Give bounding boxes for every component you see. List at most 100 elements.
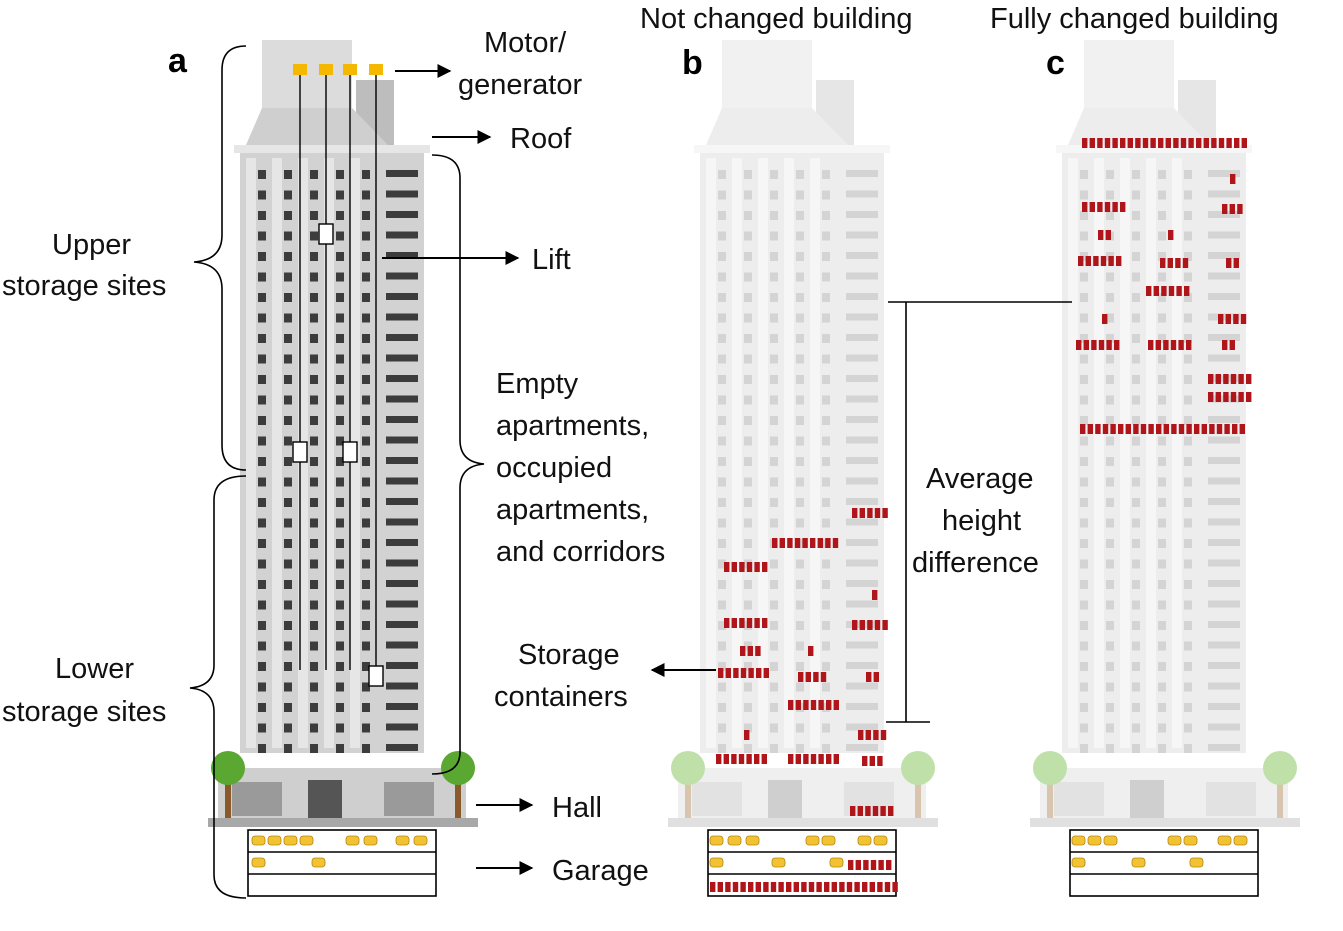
window [718, 375, 726, 384]
window-band [846, 293, 878, 300]
window [1080, 170, 1088, 179]
brace-lower-storage [189, 475, 247, 899]
window [258, 252, 266, 261]
window [258, 682, 266, 692]
window [310, 416, 318, 425]
label-lower: Lower [55, 653, 134, 685]
window-band [1208, 252, 1240, 259]
window-band [1208, 518, 1240, 526]
storage-container [717, 882, 723, 892]
window [1106, 682, 1114, 692]
window [822, 170, 830, 179]
rooftop-penthouse [1084, 40, 1174, 110]
window [770, 600, 778, 610]
storage-container [852, 508, 858, 518]
window [1184, 416, 1192, 425]
storage-container [1211, 138, 1217, 148]
window [744, 272, 752, 282]
window [310, 313, 318, 323]
storage-container [731, 754, 737, 764]
lift-car [292, 441, 308, 463]
label-empty: Empty [496, 368, 579, 400]
window-band [846, 231, 878, 239]
storage-container [1234, 138, 1240, 148]
storage-container [1165, 138, 1171, 148]
storage-container [892, 882, 898, 892]
lift-car [318, 223, 334, 245]
window-band [846, 436, 878, 444]
car [1071, 835, 1086, 846]
storage-container [1146, 286, 1152, 296]
window-band [386, 641, 418, 649]
label-lift: Lift [532, 244, 571, 276]
storage-container [1239, 424, 1245, 434]
label-storage: Storage [518, 639, 620, 671]
storage-container [1229, 204, 1235, 214]
window [284, 498, 292, 507]
window [336, 272, 344, 282]
storage-container [724, 562, 730, 572]
storage-container [1226, 258, 1232, 268]
window [1106, 723, 1114, 733]
window [770, 170, 778, 179]
storage-container [755, 646, 761, 656]
window [1158, 723, 1166, 733]
window [718, 498, 726, 507]
window [258, 334, 266, 343]
window [284, 211, 292, 220]
window-band [386, 313, 418, 321]
window-band [846, 518, 878, 526]
window [258, 457, 266, 466]
window [718, 703, 726, 712]
window [1158, 334, 1166, 343]
window [718, 416, 726, 425]
car [413, 835, 428, 846]
window-band [846, 334, 878, 341]
storage-container [1163, 424, 1169, 434]
window [1184, 252, 1192, 261]
window [284, 436, 292, 446]
window [258, 641, 266, 651]
window [310, 170, 318, 179]
motor-generator [319, 64, 333, 75]
window [310, 744, 318, 753]
storage-container [872, 806, 879, 816]
window [1132, 231, 1140, 241]
car [821, 835, 836, 846]
window [1132, 498, 1140, 507]
title-not-changed-building: Not changed building [640, 3, 912, 35]
window-band [386, 252, 418, 259]
window [770, 211, 778, 220]
window-band [846, 662, 878, 669]
window-band [386, 580, 418, 587]
car [363, 835, 378, 846]
window [796, 559, 804, 569]
window [770, 498, 778, 507]
roof-ledge [234, 145, 430, 153]
storage-container [863, 860, 869, 870]
window [770, 477, 778, 487]
window [1106, 457, 1114, 466]
ground [1030, 818, 1300, 827]
window [284, 518, 292, 528]
window-band [1208, 231, 1240, 239]
window-band [846, 600, 878, 608]
storage-container [748, 668, 754, 678]
window [744, 518, 752, 528]
window [284, 354, 292, 364]
window [718, 723, 726, 733]
window [336, 600, 344, 610]
car [283, 835, 298, 846]
window [336, 170, 344, 179]
storage-container [808, 882, 815, 892]
storage-container [857, 806, 863, 816]
window [1080, 518, 1088, 528]
window [1106, 498, 1114, 507]
storage-container [732, 882, 739, 892]
storage-container [754, 618, 760, 628]
window [362, 436, 370, 446]
window [1184, 518, 1192, 528]
car [251, 835, 266, 846]
storage-container [724, 618, 730, 628]
window [310, 682, 318, 692]
